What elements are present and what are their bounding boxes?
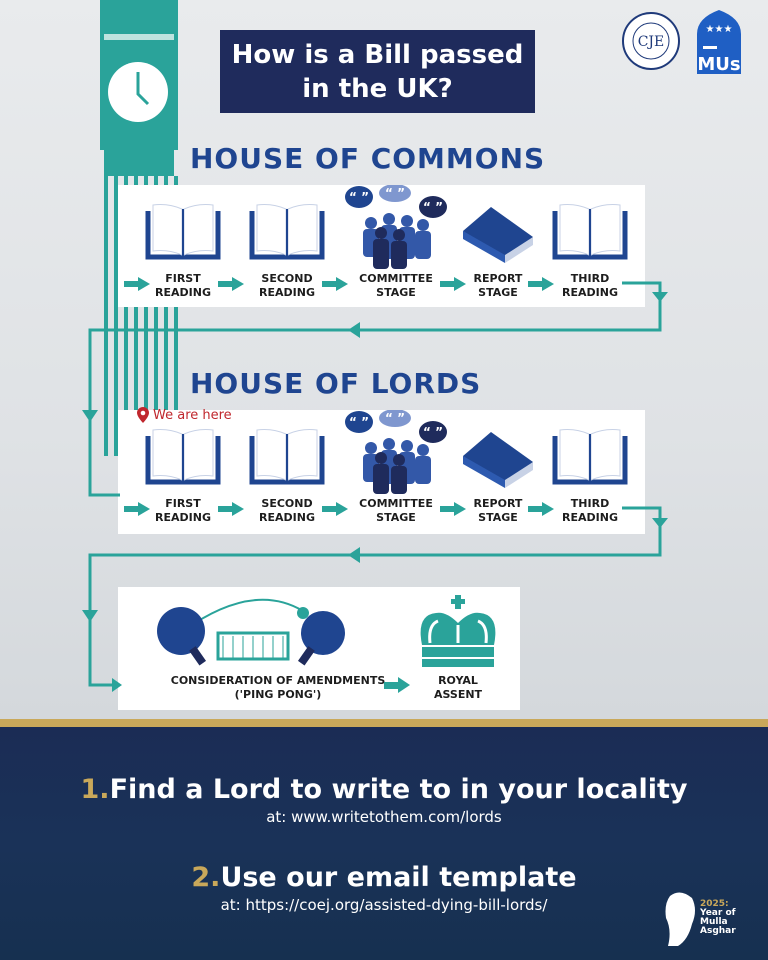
mus-logo: ★★★ MUs [697,10,741,74]
stage-label-line2: ASSENT [433,688,483,701]
flow-arrow-icon [124,501,150,516]
closed-book-icon [443,201,553,267]
open-book-icon [535,426,645,492]
open-book-icon [535,201,645,267]
flow-arrow-icon [124,276,150,291]
we-are-here-marker: We are here [137,407,232,423]
we-are-here-label: We are here [153,407,232,423]
step-number: 2. [191,862,221,893]
stage-label-line1: THIRD [570,272,610,285]
stage-label-line1: COMMITTEE [359,497,433,510]
committee-people-icon: “ ” “ ” “ ” [341,409,451,498]
stage-label-line1: CONSIDERATION OF AMENDMENTS [170,674,386,687]
title-text: How is a Bill passed in the UK? [231,40,524,104]
coej-logo: CJE [622,12,680,70]
stage-label-line1: THIRD [570,497,610,510]
step-1-link[interactable]: at: www.writetothem.com/lords [266,808,502,826]
stage-label-line1: COMMITTEE [359,272,433,285]
step-2: 2.Use our email template [0,862,768,893]
svg-text:“ ”: “ ” [385,186,405,200]
portrait-silhouette-icon [665,892,695,946]
svg-text:CJE: CJE [638,34,665,50]
stage-label-line2: ('PING PONG') [234,688,322,701]
svg-text:MUs: MUs [697,54,740,74]
final-stages-panel: CONSIDERATION OF AMENDMENTS ('PING PONG'… [118,587,520,710]
flow-arrow-icon [440,276,466,291]
step-text: Find a Lord to write to in your locality [109,774,688,805]
house-of-lords-heading: HOUSE OF LORDS [190,367,482,400]
stage-label-line1: ROYAL [438,674,478,687]
step-1: 1.Find a Lord to write to in your locali… [0,774,768,805]
flow-arrow-icon [218,501,244,516]
svg-text:“ ”: “ ” [349,415,369,429]
stage-label-line2: STAGE [376,286,416,299]
crown-icon [420,595,496,667]
flow-arrow-icon [322,501,348,516]
call-to-action-section [0,727,768,960]
flow-arrow-icon [528,501,554,516]
stage-label-line2: READING [562,511,618,524]
flow-arrow-icon [528,276,554,291]
svg-text:“ ”: “ ” [385,411,405,425]
house-of-commons-heading: HOUSE OF COMMONS [190,142,546,175]
svg-text:“ ”: “ ” [423,200,443,214]
step-number: 1. [80,774,110,805]
flow-arrow-icon [440,501,466,516]
open-book-icon [232,426,342,492]
stage-consideration-of-amendments: CONSIDERATION OF AMENDMENTS ('PING PONG'… [138,673,418,701]
flow-arrow-icon [322,276,348,291]
stage-royal-assent: ROYAL ASSENT [408,673,508,701]
svg-text:“ ”: “ ” [423,425,443,439]
svg-text:★★★: ★★★ [706,24,733,35]
step-2-link[interactable]: at: https://coej.org/assisted-dying-bill… [220,896,548,914]
gold-divider [0,719,768,727]
open-book-icon [128,201,238,267]
svg-text:“ ”: “ ” [349,190,369,204]
committee-people-icon: “ ” “ ” “ ” [341,184,451,273]
page-title: How is a Bill passed in the UK? [220,30,535,113]
step-text: Use our email template [220,862,577,893]
ping-pong-icon [157,598,345,666]
stage-label-line2: READING [562,286,618,299]
flow-arrow-icon [218,276,244,291]
location-pin-icon [137,407,149,423]
open-book-icon [232,201,342,267]
stage-label-line2: STAGE [376,511,416,524]
open-book-icon [128,426,238,492]
